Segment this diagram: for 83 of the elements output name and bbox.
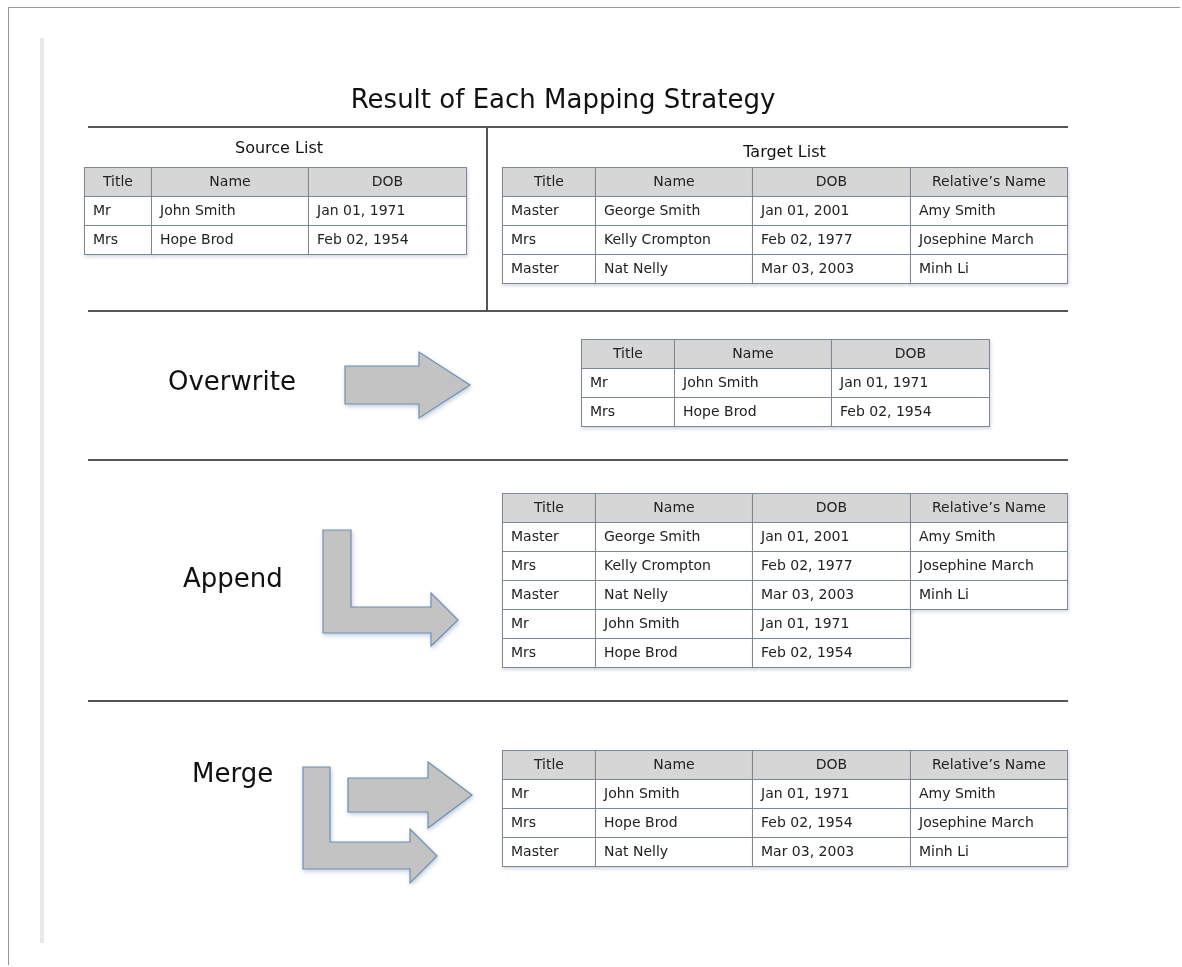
table-cell: Master [502, 254, 596, 284]
table-cell: Feb 02, 1954 [308, 225, 467, 255]
table-cell: Mr [502, 609, 596, 639]
strategy-label: Append [183, 563, 283, 593]
table-cell: John Smith [674, 368, 832, 398]
header-cell: Relative’s Name [910, 750, 1068, 780]
diagram-title: Result of Each Mapping Strategy [349, 84, 777, 114]
table-cell: Kelly Crompton [595, 225, 753, 255]
strategy-label: Overwrite [168, 366, 296, 396]
table-cell: Mrs [502, 225, 596, 255]
header-cell: Title [84, 167, 152, 197]
data-table [84, 167, 466, 254]
table-cell: Nat Nelly [595, 837, 753, 867]
strategy-label: Merge [192, 758, 274, 788]
table-cell: Master [502, 522, 596, 552]
table-cell: Jan 01, 1971 [831, 368, 990, 398]
header-cell: Title [502, 167, 596, 197]
table-cell: Feb 02, 1954 [752, 808, 911, 838]
table-cell: Mrs [581, 397, 675, 427]
header-cell: Name [674, 339, 832, 369]
table-cell: Feb 02, 1977 [752, 225, 911, 255]
header-cell: DOB [752, 750, 911, 780]
table-cell: George Smith [595, 196, 753, 226]
header-cell: Relative’s Name [910, 493, 1068, 523]
table-cell: Mar 03, 2003 [752, 837, 911, 867]
table-cell: Mr [502, 779, 596, 809]
table-cell: Josephine March [910, 551, 1068, 581]
table-cell: Hope Brod [595, 638, 753, 668]
header-cell: Name [595, 750, 753, 780]
header-cell: DOB [752, 167, 911, 197]
table-cell: Feb 02, 1977 [752, 551, 911, 581]
header-cell: DOB [831, 339, 990, 369]
table-cell: George Smith [595, 522, 753, 552]
table-cell: Nat Nelly [595, 580, 753, 610]
data-table [581, 339, 989, 426]
header-cell: Name [595, 493, 753, 523]
table-cell: Mar 03, 2003 [752, 254, 911, 284]
header-cell: DOB [752, 493, 911, 523]
table-cell: Minh Li [910, 580, 1068, 610]
table-cell: Amy Smith [910, 196, 1068, 226]
table-cell: Amy Smith [910, 779, 1068, 809]
table-cell: Amy Smith [910, 522, 1068, 552]
table-cell: Hope Brod [674, 397, 832, 427]
table-cell: Mrs [84, 225, 152, 255]
table-cell: Mr [581, 368, 675, 398]
table-cell: Jan 01, 1971 [752, 779, 911, 809]
data-table [502, 167, 1067, 283]
table-cell: Minh Li [910, 837, 1068, 867]
table-caption: Source List [234, 138, 324, 157]
table-cell: Minh Li [910, 254, 1068, 284]
table-cell: John Smith [151, 196, 309, 226]
data-table [502, 750, 1067, 866]
header-cell: Title [502, 750, 596, 780]
table-cell: Mrs [502, 638, 596, 668]
table-cell: John Smith [595, 609, 753, 639]
header-cell: Title [581, 339, 675, 369]
table-cell: Jan 01, 2001 [752, 522, 911, 552]
data-table [502, 493, 1067, 667]
table-cell: Hope Brod [595, 808, 753, 838]
table-cell: Feb 02, 1954 [752, 638, 911, 668]
table-cell: Jan 01, 1971 [752, 609, 911, 639]
header-cell: Name [151, 167, 309, 197]
header-cell: Relative’s Name [910, 167, 1068, 197]
table-cell: Mr [84, 196, 152, 226]
table-cell: Josephine March [910, 808, 1068, 838]
table-cell: Mrs [502, 551, 596, 581]
table-cell: Master [502, 580, 596, 610]
header-cell: Name [595, 167, 753, 197]
table-cell: Mrs [502, 808, 596, 838]
table-cell: Nat Nelly [595, 254, 753, 284]
table-cell: Feb 02, 1954 [831, 397, 990, 427]
table-cell: Master [502, 196, 596, 226]
table-cell: Josephine March [910, 225, 1068, 255]
table-cell: Mar 03, 2003 [752, 580, 911, 610]
table-cell: John Smith [595, 779, 753, 809]
table-cell: Master [502, 837, 596, 867]
table-cell: Hope Brod [151, 225, 309, 255]
table-cell: Kelly Crompton [595, 551, 753, 581]
header-cell: DOB [308, 167, 467, 197]
table-caption: Target List [742, 142, 827, 161]
table-cell: Jan 01, 2001 [752, 196, 911, 226]
table-cell: Jan 01, 1971 [308, 196, 467, 226]
header-cell: Title [502, 493, 596, 523]
